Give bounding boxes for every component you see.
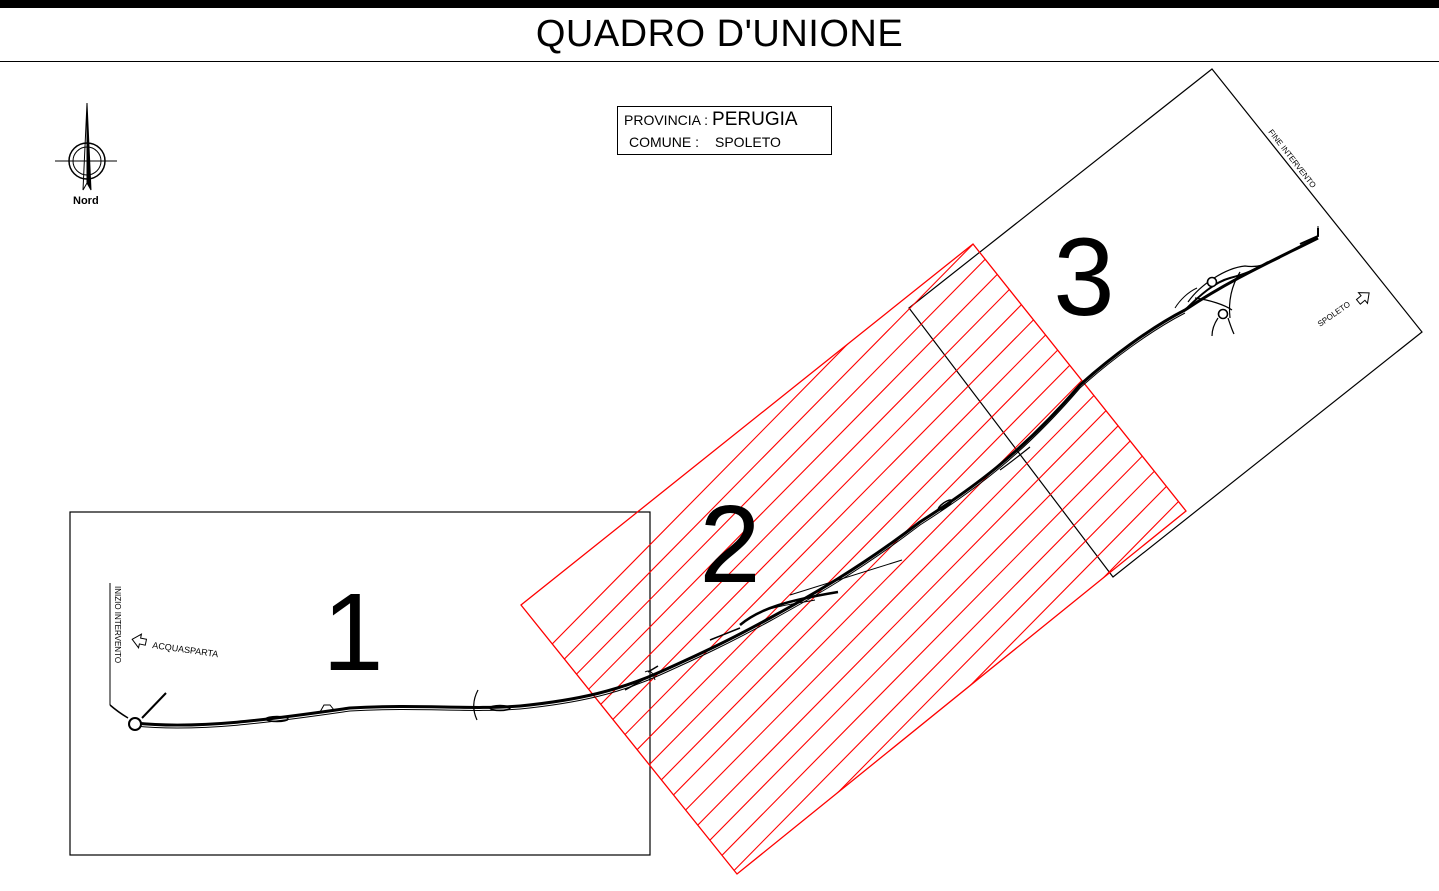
west-direction-arrow-icon [131, 633, 148, 650]
sheet-3-number: 3 [1053, 216, 1114, 339]
sheet-2-hatching [521, 244, 1186, 874]
provincia-label: PROVINCIA : [624, 112, 709, 128]
page-title: QUADRO D'UNIONE [535, 13, 904, 55]
provincia-value: PERUGIA [712, 109, 798, 130]
sheet-1-number: 1 [322, 571, 383, 694]
sheet-2-number: 2 [699, 483, 760, 606]
end-label: FINE INTERVENTO [1266, 128, 1317, 190]
header-divider [0, 61, 1439, 62]
east-direction-arrow-icon [1355, 292, 1370, 305]
provincia-row: PROVINCIA :PERUGIA [624, 109, 798, 131]
top-border [0, 0, 1439, 8]
start-label: INIZIO INTERVENTO [113, 586, 122, 663]
comune-value: SPOLETO [715, 134, 781, 150]
north-label: Nord [73, 195, 99, 207]
west-direction-label: ACQUASPARTA [152, 640, 219, 659]
location-info-box: PROVINCIA :PERUGIA COMUNE : SPOLETO [617, 106, 832, 155]
comune-label: COMUNE : [629, 134, 699, 150]
east-direction-label: SPOLETO [1316, 300, 1352, 329]
north-arrow-icon [55, 102, 117, 191]
road-alignment [109, 226, 1319, 731]
sheet-3-frame[interactable] [908, 68, 1423, 578]
comune-row: COMUNE : SPOLETO [629, 134, 781, 152]
sheet-1-frame[interactable] [69, 511, 651, 856]
sheet-2-frame[interactable] [520, 243, 1187, 875]
